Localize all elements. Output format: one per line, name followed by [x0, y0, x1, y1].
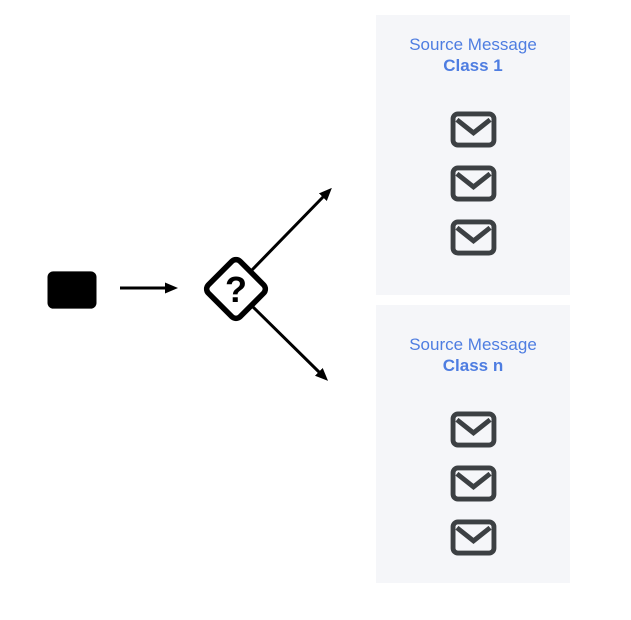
message-stack [450, 411, 497, 556]
envelope-icon [450, 465, 496, 502]
message-stack [450, 111, 497, 256]
panel-title-block: Source Message Class n [409, 334, 537, 376]
panel-title-block: Source Message Class 1 [409, 34, 537, 76]
flow-arrows [120, 187, 332, 381]
question-mark: ? [225, 269, 247, 310]
envelope-icon [450, 411, 496, 448]
envelope-icon [450, 219, 496, 256]
arrow-to-class-1 [249, 187, 332, 273]
panel-class-label: Class 1 [443, 56, 503, 75]
arrow-to-class-n [249, 303, 329, 381]
envelope-icon [450, 519, 496, 556]
classifier-diamond: ? [203, 256, 269, 322]
class-n-panel: Source Message Class n [376, 305, 570, 583]
envelope-icon [450, 165, 496, 202]
panel-class-label: Class n [442, 356, 504, 375]
class-1-panel: Source Message Class 1 [376, 15, 570, 295]
panel-title: Source Message [409, 335, 537, 354]
envelope-icon [450, 111, 496, 148]
panel-title: Source Message [409, 35, 537, 54]
input-message-envelope-icon [47, 271, 97, 309]
